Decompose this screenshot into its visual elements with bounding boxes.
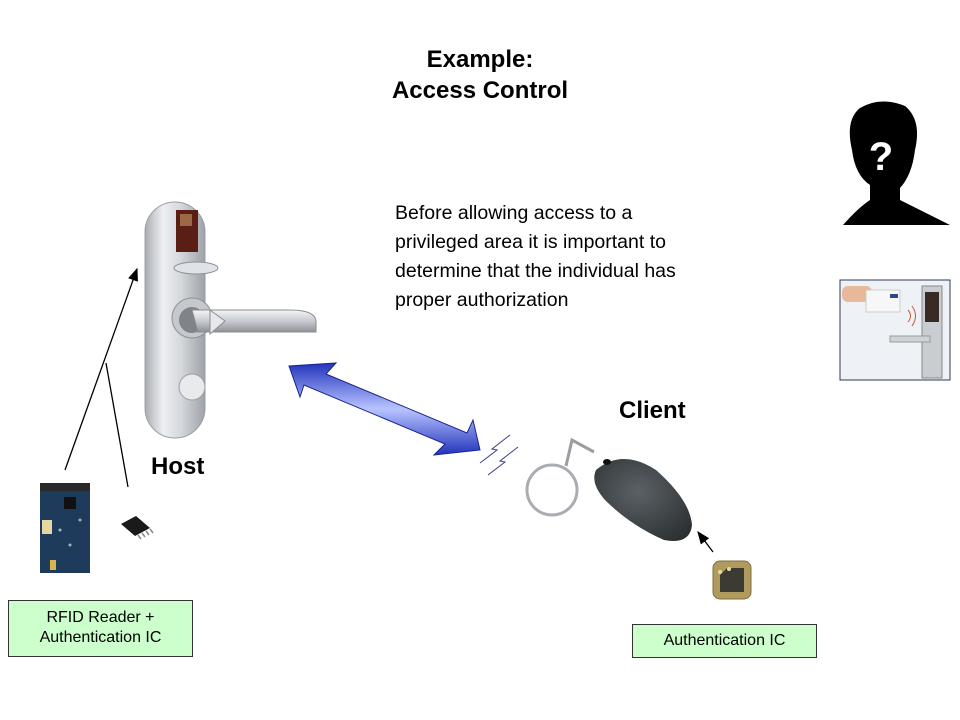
rfid-reader-board-image — [40, 483, 90, 573]
client-auth-ic-box: Authentication IC — [632, 624, 817, 658]
key-fob-image — [525, 437, 692, 541]
client-label: Client — [619, 397, 686, 424]
door-lock-image — [144, 201, 317, 439]
reader-to-lock-arrow — [64, 267, 138, 471]
wireless-signal-icon — [479, 434, 519, 476]
soic-chip-icon — [121, 516, 154, 540]
box-line: RFID Reader + — [46, 609, 155, 626]
svg-text:?: ? — [869, 135, 893, 179]
title-line-1: Example: — [426, 46, 534, 73]
card-reader-photo — [839, 279, 951, 381]
box-line: Authentication IC — [39, 629, 162, 646]
reader-auth-ic-box: RFID Reader + Authentication IC — [8, 600, 193, 657]
title-line-2: Access Control — [391, 77, 569, 104]
description-line: privileged area it is important to — [395, 231, 666, 253]
connector-arrow — [697, 530, 714, 553]
host-label: Host — [151, 453, 205, 480]
unknown-person-silhouette: ? — [843, 101, 950, 225]
description-line: proper authorization — [395, 289, 569, 311]
chip-to-lock-line — [105, 362, 129, 488]
description-line: Before allowing access to a — [395, 202, 633, 224]
auth-ic-module-icon — [712, 560, 752, 600]
description-text: Before allowing access to a privileged a… — [395, 199, 755, 315]
bidirectional-arrow — [288, 362, 481, 456]
description-line: determine that the individual has — [395, 260, 676, 282]
slide-title: Example: Access Control — [0, 44, 960, 106]
box-line: Authentication IC — [663, 632, 786, 649]
